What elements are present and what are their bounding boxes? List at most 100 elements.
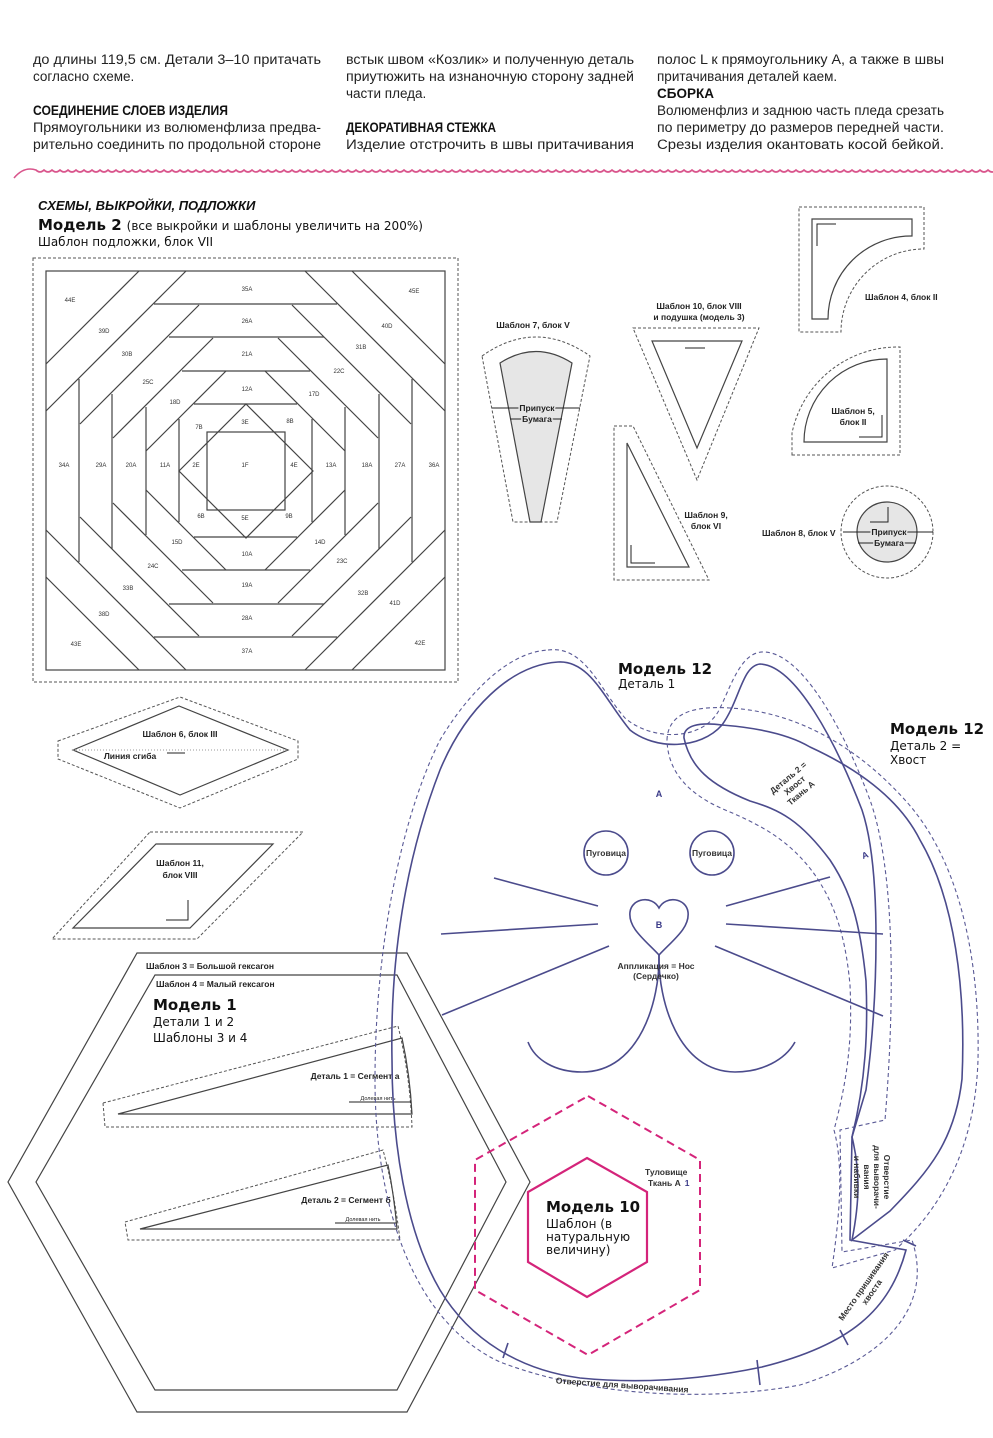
template-11-label: Шаблон 11,	[156, 858, 204, 868]
block-vii-piece-label: 5E	[241, 516, 248, 522]
paragraph-line: Волюменфлиз и заднюю часть пледа срезать	[657, 103, 944, 118]
fold-line-label: Линия сгиба	[104, 751, 157, 761]
block-vii-piece-label: 21A	[242, 352, 253, 358]
mouth-left	[527, 954, 660, 1073]
grain-label: Долевая нить	[346, 1217, 381, 1223]
template-11-label-2: блок VIII	[163, 870, 198, 880]
hex-big-label: Шаблон 3 = Большой гексагон	[146, 961, 274, 971]
block-vii-border	[45, 270, 446, 671]
block-vii-seam-line	[264, 370, 346, 452]
block-vii-piece-label: 37A	[242, 649, 253, 655]
opening-label-line: вания	[862, 1164, 872, 1189]
block-vii-piece-label: 41D	[389, 601, 401, 607]
block-vii-piece-label: 27A	[395, 463, 406, 469]
section-title: СХЕМЫ, ВЫКРОЙКИ, ПОДЛОЖКИ	[38, 197, 256, 213]
template-4-label: Шаблон 4, блок II	[865, 292, 938, 302]
mouth-right	[658, 954, 796, 1073]
block-vii-seam-line	[45, 529, 187, 671]
block-vii-piece-label: 35A	[242, 287, 253, 293]
block-vii-piece-label: 39D	[98, 329, 110, 335]
button-marker-left	[583, 830, 629, 876]
detail-2-segment	[139, 1164, 398, 1230]
block-vii-seam-line	[45, 270, 187, 412]
block-vii-piece-label: 31B	[356, 345, 367, 351]
model10-line: натуральную	[546, 1230, 630, 1244]
model2-note: (все выкройки и шаблоны увеличить на 200…	[127, 219, 423, 233]
block-vii-piece-label: 40D	[381, 324, 393, 330]
block-vii-piece-label: 38D	[98, 612, 110, 618]
block-vii-piece-label: 24C	[147, 564, 159, 570]
block-vii-piece-label: 44E	[65, 298, 76, 304]
grain-arrow-icon	[816, 223, 836, 246]
block-vii-piece-label: 18A	[362, 463, 373, 469]
block-vii-piece-label: 3E	[241, 420, 248, 426]
template-10-label: Шаблон 10, блок VIII	[656, 301, 741, 311]
paragraph-line: Прямоугольники из волюменфлиза предва-	[33, 120, 321, 135]
block-vii-piece-label: 2E	[192, 463, 199, 469]
block-vii-seam-line	[45, 576, 140, 671]
template-6-label: Шаблон 6, блок III	[143, 729, 218, 739]
template-7: Шаблон 7, блок V Припуск Бумага	[481, 320, 591, 523]
detail-1-label: Деталь 1 = Сегмент а	[311, 1071, 400, 1081]
model1-line1: Детали 1 и 2	[153, 1015, 234, 1029]
paragraph-line: полос L к прямоугольнику А, а также в шв…	[657, 52, 944, 67]
block-vii-piece-label: 6B	[197, 514, 204, 520]
paragraph-line: по периметру до размеров передней части.	[657, 120, 944, 135]
model-12-cat: Пуговица Пуговица A A B Аппликация = Нос…	[374, 649, 984, 1395]
nose-label-2: (Сердечко)	[633, 971, 679, 981]
block-vii-piece-label: 19A	[242, 583, 253, 589]
whisker	[440, 923, 599, 935]
turning-opening-label: Отверстие для выворачивания	[556, 1375, 689, 1394]
block-vii-seam-line	[45, 270, 140, 365]
block-vii-seam-line	[145, 370, 227, 452]
body-label: Туловище	[645, 1167, 688, 1177]
tail-label: Деталь 2 = Хвост Ткань А	[768, 759, 817, 807]
tail-opening-label: Отверстие для выворачи- вания и набивки	[852, 1145, 892, 1209]
whisker	[441, 945, 610, 1016]
template-4: Шаблон 4, блок II	[798, 206, 938, 333]
paper-label: Бумага	[522, 414, 552, 424]
whisker	[725, 923, 884, 935]
large-hexagon	[7, 952, 531, 1413]
fabric-a-marker: A	[656, 789, 663, 799]
paragraph-line: приутюжить на изнаночную сторону задней	[346, 69, 634, 84]
block-vii-piece-label: 11A	[160, 463, 170, 469]
cat-body-seam-allowance	[374, 649, 918, 1395]
allowance-label: Припуск	[519, 403, 555, 413]
body-count: 1	[685, 1178, 690, 1188]
paragraph-line: части пледа.	[346, 86, 426, 101]
block-vii-seam-line	[277, 337, 379, 439]
fabric-a-marker: A	[860, 849, 870, 861]
block-vii-piece-label: 36A	[429, 463, 440, 469]
block-vii-seam-line	[264, 489, 346, 571]
block-vii-piece-label: 14D	[314, 540, 326, 546]
block-vii-seam-allowance	[32, 257, 459, 683]
button-label: Пуговица	[692, 848, 732, 858]
small-hexagon	[35, 974, 507, 1391]
template-10-label-2: и подушка (модель 3)	[653, 312, 744, 322]
block-vii-piece-label: 18D	[169, 400, 181, 406]
whisker	[725, 876, 831, 907]
block-vii-piece-label: 33B	[123, 586, 134, 592]
block-vii-piece-label: 7B	[195, 425, 202, 431]
allowance-label: Припуск	[871, 527, 907, 537]
template-6: Шаблон 6, блок III Линия сгиба	[57, 696, 299, 809]
block-vii-seam-line	[291, 304, 412, 425]
opening-label-line: для выворачи-	[872, 1145, 882, 1209]
template-9-label: Шаблон 9,	[684, 510, 727, 520]
grain-arrow-icon	[859, 415, 883, 438]
template-5-label: Шаблон 5,	[831, 406, 874, 416]
model10-inner-hexagon	[526, 1156, 649, 1299]
model12-title-2: Модель 12	[890, 720, 984, 738]
block-vii-piece-label: 43E	[71, 642, 82, 648]
detail-2-label: Деталь 2 = Сегмент б	[301, 1195, 390, 1205]
block-vii-seam-line	[112, 502, 214, 604]
template-5-label-2: блок II	[840, 417, 867, 427]
block-vii-seam-line	[304, 270, 446, 412]
paragraph-line: притачивания деталей каем.	[657, 69, 837, 84]
paragraph-line: Срезы изделия окантовать косой бейкой.	[657, 137, 944, 152]
model10-line: Шаблон (в	[546, 1217, 612, 1231]
block-vii-seam-line	[304, 529, 446, 671]
block-vii-piece-label: 45E	[409, 289, 420, 295]
